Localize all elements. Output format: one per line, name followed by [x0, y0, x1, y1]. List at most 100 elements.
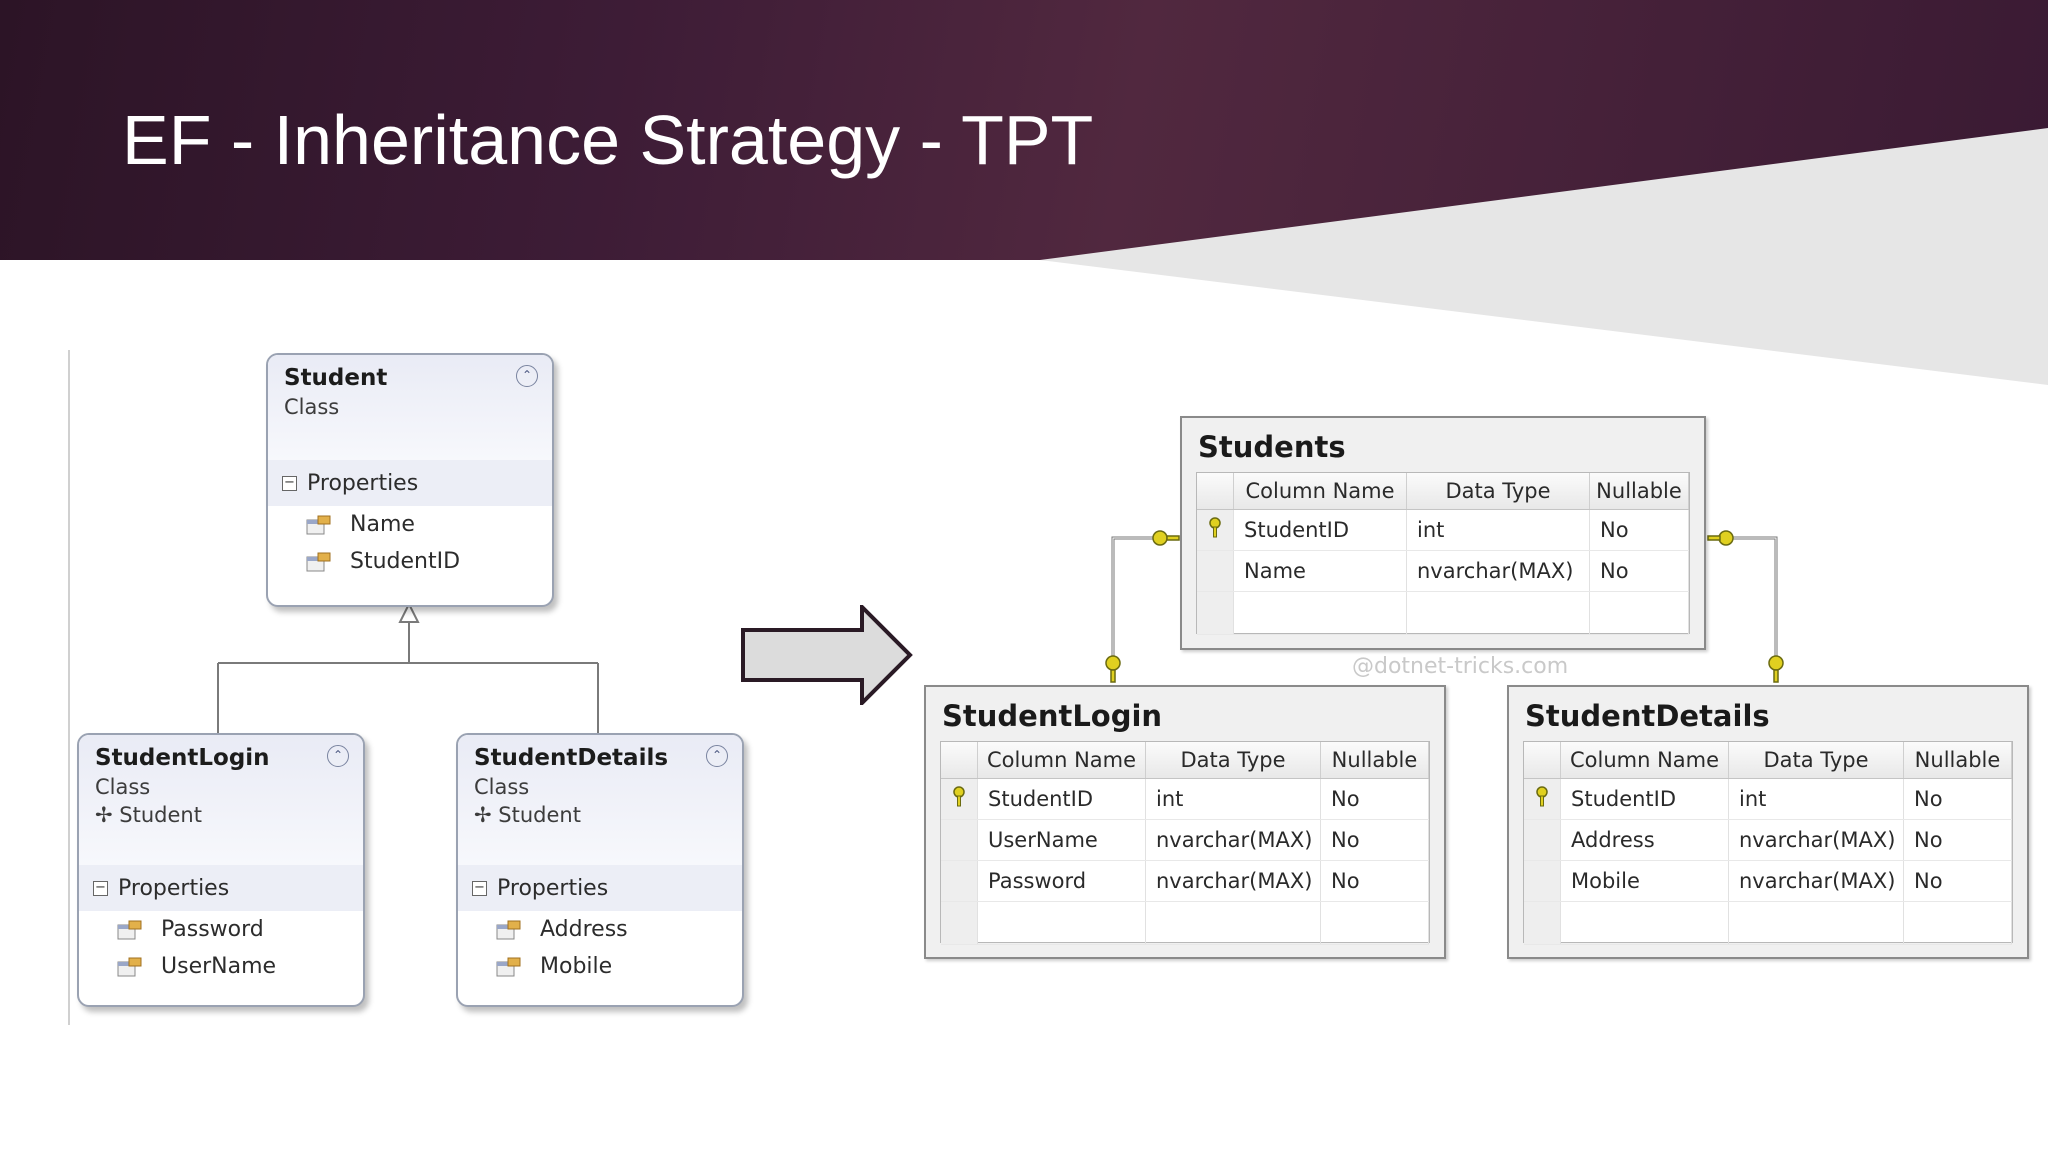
property-name: Mobile	[540, 954, 613, 979]
table-name: StudentDetails	[1525, 699, 1770, 733]
column-grid: Column Name Data Type Nullable StudentID…	[940, 741, 1430, 945]
table-row[interactable]: Password nvarchar(MAX) No	[941, 860, 1429, 902]
column-header[interactable]: Data Type	[1145, 742, 1321, 779]
watermark: @dotnet-tricks.com	[1352, 654, 1569, 679]
properties-section-header[interactable]: − Properties	[458, 865, 742, 911]
cell-nullable: No	[1589, 509, 1689, 551]
cell-type: int	[1406, 509, 1590, 551]
cell-nullable: No	[1320, 860, 1429, 902]
column-header[interactable]: Column Name	[1560, 742, 1729, 779]
minus-icon[interactable]: −	[472, 880, 487, 896]
image-edge-line	[68, 350, 70, 1025]
class-header: StudentDetails Class ✢ Student ⌃	[458, 735, 742, 865]
property-item[interactable]: UserName	[79, 948, 363, 985]
collapse-icon[interactable]: ⌃	[327, 745, 349, 767]
cell-column: StudentID	[1233, 509, 1407, 551]
property-icon	[496, 957, 521, 976]
section-label: Properties	[497, 875, 609, 901]
collapse-icon[interactable]: ⌃	[516, 365, 538, 387]
cell-type: nvarchar(MAX)	[1728, 819, 1904, 861]
class-box-studentdetails[interactable]: StudentDetails Class ✢ Student ⌃ − Prope…	[456, 733, 744, 1007]
table-row[interactable]: Name nvarchar(MAX) No	[1197, 550, 1689, 592]
class-name: StudentDetails	[474, 745, 669, 771]
table-row-empty[interactable]	[1524, 901, 2012, 945]
cell-column: StudentID	[1560, 778, 1729, 820]
property-item[interactable]: Mobile	[458, 948, 742, 985]
column-header[interactable]: Column Name	[1233, 473, 1407, 510]
properties-section-header[interactable]: − Properties	[268, 460, 552, 506]
class-box-student[interactable]: Student Class ⌃ − Properties Name Studen…	[266, 353, 554, 607]
property-name: Address	[540, 917, 628, 942]
primary-key-icon	[941, 778, 978, 820]
inherits-arrow-icon: ✢	[95, 803, 120, 827]
column-grid: Column Name Data Type Nullable StudentID…	[1523, 741, 2013, 945]
cell-type: nvarchar(MAX)	[1728, 860, 1904, 902]
property-icon	[496, 920, 521, 939]
table-row[interactable]: Address nvarchar(MAX) No	[1524, 819, 2012, 861]
cell-type: nvarchar(MAX)	[1406, 550, 1590, 592]
property-icon	[306, 515, 331, 534]
property-name: Password	[161, 917, 264, 942]
table-row[interactable]: StudentID int No	[1524, 778, 2012, 820]
class-header: Student Class ⌃	[268, 355, 552, 460]
inherits-arrow-icon: ✢	[474, 803, 499, 827]
column-header[interactable]: Column Name	[977, 742, 1146, 779]
table-row-empty[interactable]	[1197, 591, 1689, 635]
property-item[interactable]: Password	[79, 911, 363, 948]
column-header[interactable]: Nullable	[1320, 742, 1429, 779]
table-row[interactable]: Mobile nvarchar(MAX) No	[1524, 860, 2012, 902]
property-item[interactable]: Address	[458, 911, 742, 948]
property-item[interactable]: Name	[268, 506, 552, 543]
property-name: StudentID	[350, 549, 461, 574]
class-kind: Class	[474, 775, 530, 799]
collapse-icon[interactable]: ⌃	[706, 745, 728, 767]
minus-icon[interactable]: −	[282, 475, 297, 491]
property-icon	[306, 552, 331, 571]
cell-column: Name	[1233, 550, 1407, 592]
cell-type: nvarchar(MAX)	[1145, 819, 1321, 861]
cell-column: Address	[1560, 819, 1729, 861]
cell-column: StudentID	[977, 778, 1146, 820]
section-label: Properties	[118, 875, 230, 901]
class-kind: Class	[284, 395, 340, 419]
db-table-studentlogin[interactable]: StudentLogin Column Name Data Type Nulla…	[924, 685, 1446, 959]
cell-type: int	[1728, 778, 1904, 820]
primary-key-icon	[1524, 778, 1561, 820]
cell-nullable: No	[1589, 550, 1689, 592]
class-name: Student	[284, 365, 388, 391]
column-header[interactable]: Data Type	[1406, 473, 1590, 510]
grid-header-row: Column Name Data Type Nullable	[1524, 742, 2012, 779]
minus-icon[interactable]: −	[93, 880, 108, 896]
cell-type: int	[1145, 778, 1321, 820]
properties-section-header[interactable]: − Properties	[79, 865, 363, 911]
table-row-empty[interactable]	[941, 901, 1429, 945]
cell-type: nvarchar(MAX)	[1145, 860, 1321, 902]
cell-column: UserName	[977, 819, 1146, 861]
class-name: StudentLogin	[95, 745, 270, 771]
grid-header-row: Column Name Data Type Nullable	[941, 742, 1429, 779]
cell-nullable: No	[1903, 860, 2012, 902]
db-table-students[interactable]: Students Column Name Data Type Nullable …	[1180, 416, 1706, 650]
column-header[interactable]: Nullable	[1589, 473, 1689, 510]
section-label: Properties	[307, 470, 419, 496]
property-icon	[117, 920, 142, 939]
class-header: StudentLogin Class ✢ Student ⌃	[79, 735, 363, 865]
column-header[interactable]: Nullable	[1903, 742, 2012, 779]
table-row[interactable]: StudentID int No	[1197, 509, 1689, 551]
column-header[interactable]: Data Type	[1728, 742, 1904, 779]
property-icon	[117, 957, 142, 976]
class-box-studentlogin[interactable]: StudentLogin Class ✢ Student ⌃ − Propert…	[77, 733, 365, 1007]
table-row[interactable]: UserName nvarchar(MAX) No	[941, 819, 1429, 861]
cell-nullable: No	[1903, 819, 2012, 861]
class-kind: Class	[95, 775, 151, 799]
table-row[interactable]: StudentID int No	[941, 778, 1429, 820]
db-table-studentdetails[interactable]: StudentDetails Column Name Data Type Nul…	[1507, 685, 2029, 959]
base-class: ✢ Student	[474, 803, 581, 827]
cell-column: Mobile	[1560, 860, 1729, 902]
property-item[interactable]: StudentID	[268, 543, 552, 580]
primary-key-icon	[1197, 509, 1234, 551]
cell-nullable: No	[1320, 778, 1429, 820]
cell-nullable: No	[1320, 819, 1429, 861]
